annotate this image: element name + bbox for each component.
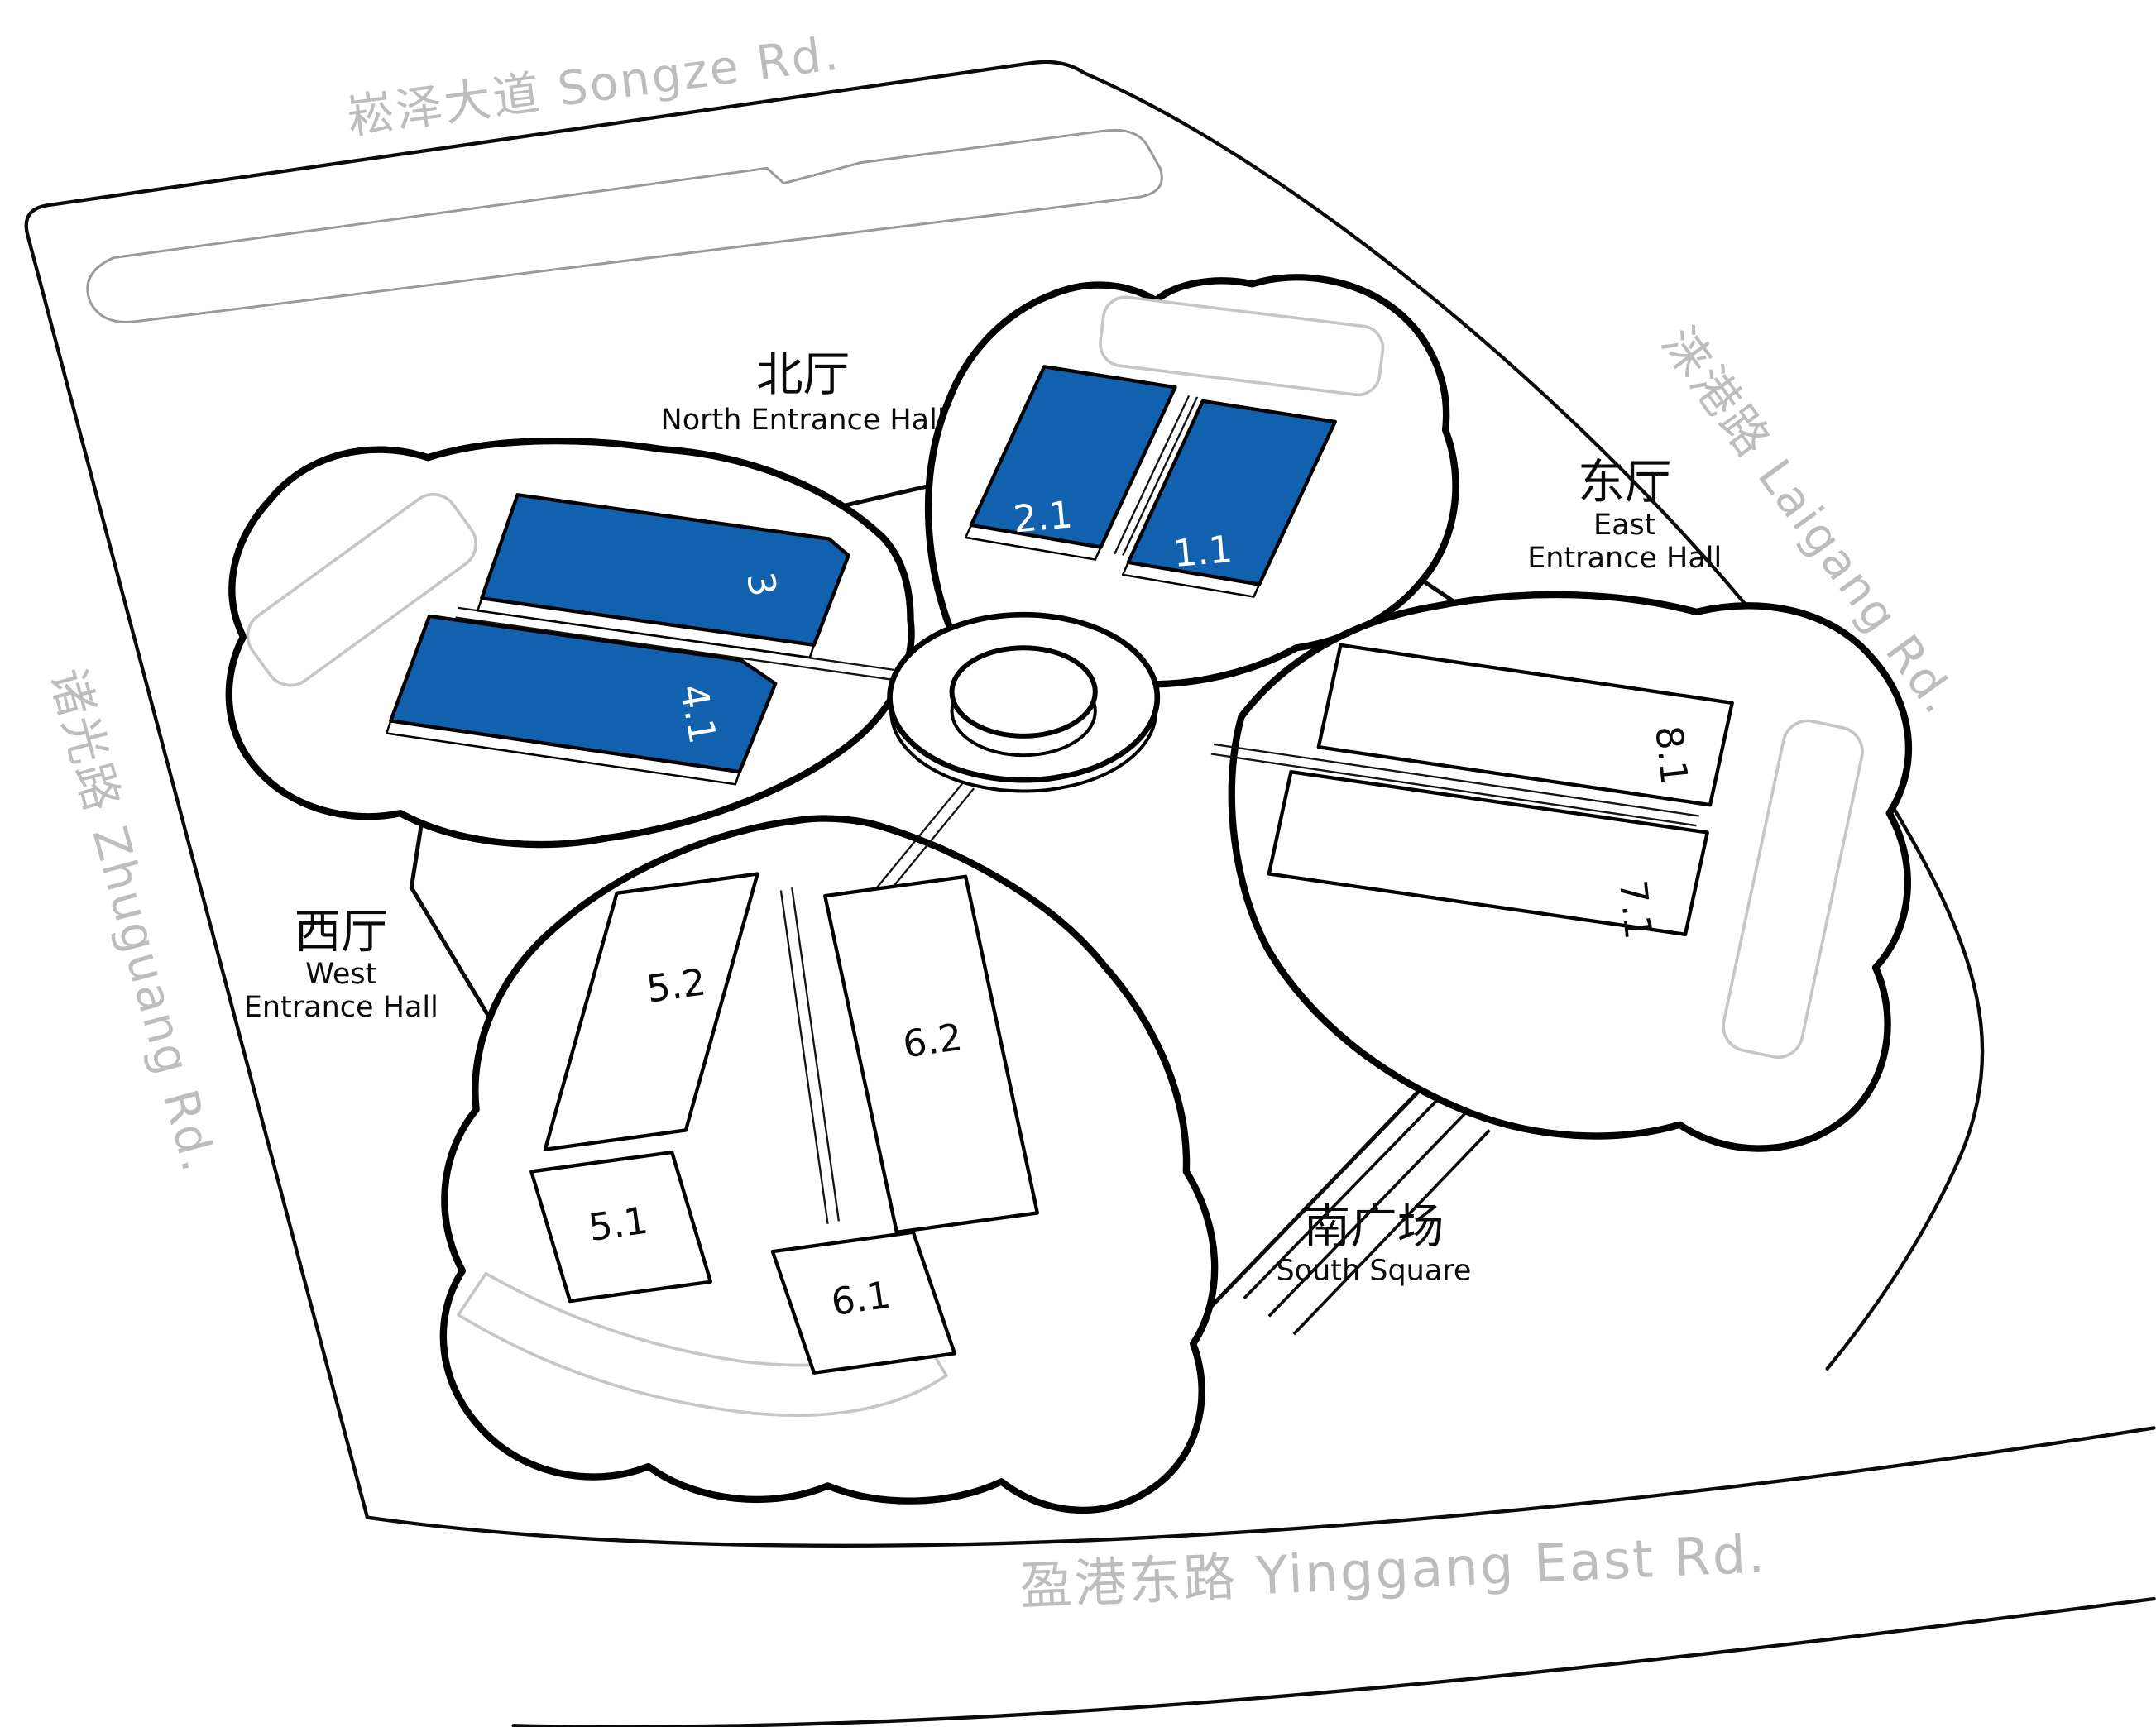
east-entrance-zh: 东厅 [1578, 455, 1671, 509]
hall-8.1-label: 8.1 [1646, 724, 1696, 787]
hall-6.2: 6.2 [823, 874, 1040, 1234]
hall-5.2-shape[interactable] [543, 872, 759, 1151]
hall-2.1-shape[interactable] [969, 365, 1177, 549]
hall-6.2-shape[interactable] [823, 874, 1040, 1234]
hall-7.1: 7.1 [1267, 770, 1709, 941]
west-entrance-zh: 西厅 [295, 904, 388, 959]
east-entrance-en-line1: East [1593, 509, 1656, 542]
yinggang-road-edge-upper [365, 1426, 2156, 1548]
terrace-steps [1243, 1090, 1491, 1336]
hall-4.1-shape[interactable] [389, 614, 778, 774]
road-label-zhuguang: 诸光路 Zhuguang Rd. [40, 663, 227, 1179]
hall-3-shape[interactable] [480, 493, 850, 648]
hall-3: 3 [477, 493, 850, 659]
hall-5.2-label: 5.2 [644, 959, 708, 1011]
north-entrance-zh: 北厅 [756, 347, 850, 402]
hall-6.1-label: 6.1 [828, 1273, 893, 1324]
hall-7.1-shape[interactable] [1267, 770, 1709, 936]
hall-6.2-label: 6.2 [900, 1015, 965, 1066]
west-entrance-en-line1: West [305, 958, 376, 991]
hall-2.1: 2.1 [964, 365, 1177, 561]
central-ring [887, 611, 1161, 793]
hall-7.1-label: 7.1 [1611, 878, 1660, 941]
label-east-entrance: 东厅 East Entrance Hall [1527, 455, 1722, 575]
canopy-structure-west [246, 493, 477, 687]
hall-5.2: 5.2 [543, 872, 759, 1151]
canopy-structure-north [1099, 295, 1385, 397]
hall-5.1: 5.1 [529, 1150, 713, 1304]
hall-4.1-label: 4.1 [672, 681, 726, 747]
south-square-en: South Square [1276, 1254, 1471, 1287]
south-square-zh: 南广场 [1303, 1199, 1444, 1254]
yinggang-road-edge-lower [511, 1596, 2156, 1727]
central-ring-inner [949, 645, 1098, 739]
hall-5.1-label: 5.1 [586, 1198, 650, 1250]
hall-6.1-shape[interactable] [770, 1230, 957, 1375]
label-west-entrance: 西厅 West Entrance Hall [244, 904, 438, 1024]
hall-1.1: 1.1 [1121, 399, 1337, 598]
hall-4.1: 4.1 [386, 614, 778, 786]
label-north-entrance: 北厅 North Entrance Hall [661, 347, 946, 437]
north-entrance-en: North Entrance Hall [661, 404, 946, 437]
west-entrance-en-line2: Entrance Hall [244, 991, 438, 1024]
canopy-structure-south [457, 1271, 948, 1418]
hall-8.1-shape[interactable] [1316, 643, 1734, 807]
hall-2.1-label: 2.1 [1012, 492, 1075, 541]
label-south-square: 南广场 South Square [1276, 1199, 1471, 1287]
hall-8.1: 8.1 [1316, 643, 1734, 807]
hall-6.1: 6.1 [770, 1230, 957, 1375]
north-service-strip [86, 129, 1163, 323]
central-ring-depth-edge [889, 710, 1158, 793]
east-entrance-en-line2: Entrance Hall [1527, 542, 1722, 575]
hall-1.1-label: 1.1 [1171, 527, 1234, 576]
hall-1.1-shape[interactable] [1126, 399, 1337, 586]
hall-5.1-shape[interactable] [529, 1150, 713, 1304]
canopy-structure-east [1722, 719, 1864, 1059]
